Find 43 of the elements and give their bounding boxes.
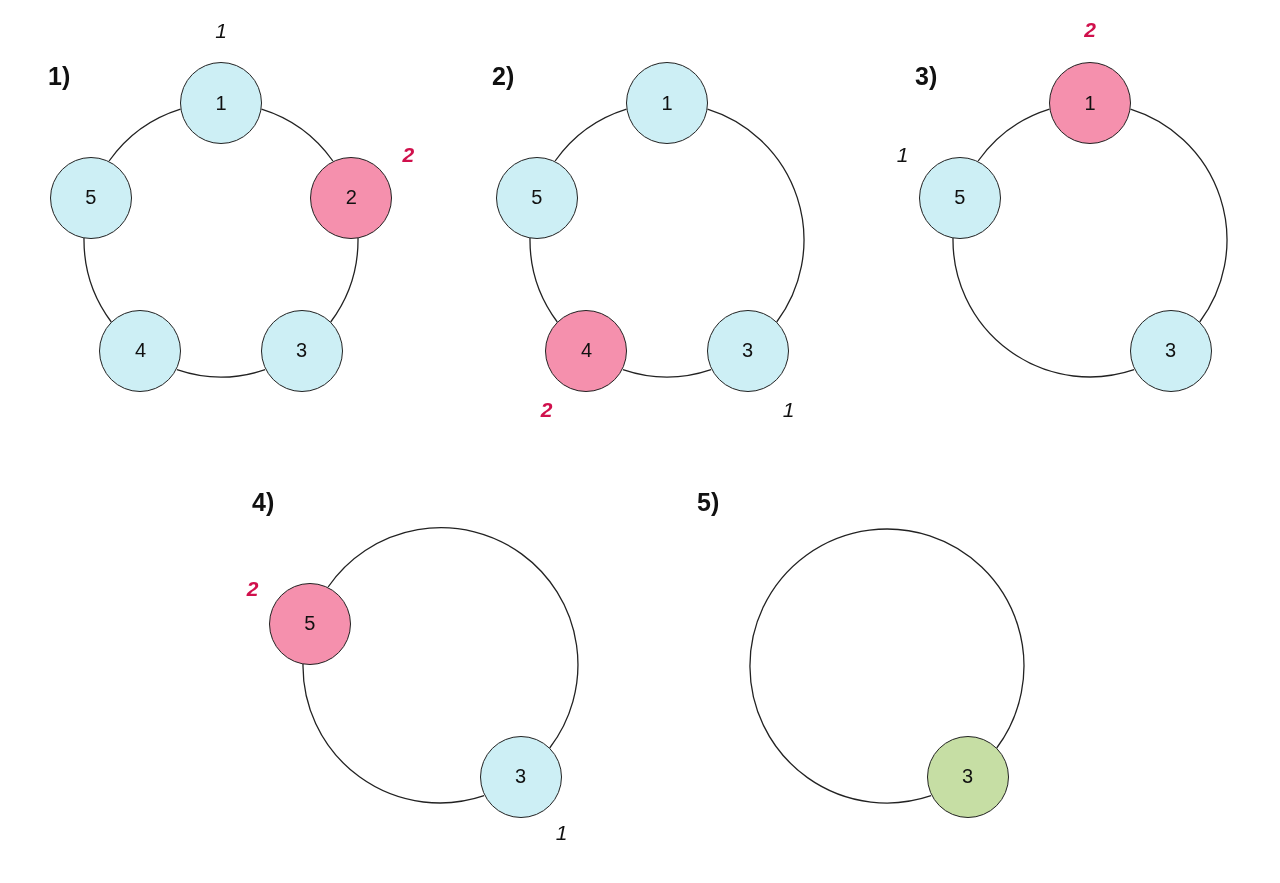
ring-arc xyxy=(302,663,485,804)
step-number: 5) xyxy=(697,488,720,517)
step-number: 1) xyxy=(48,62,71,91)
person-circle: 5 xyxy=(268,582,351,665)
person-circle: 2 xyxy=(310,156,393,239)
person-circle: 3 xyxy=(706,309,789,392)
person-circle: 1 xyxy=(180,62,262,144)
step-number: 4) xyxy=(252,488,275,517)
person-circle: 1 xyxy=(626,62,708,144)
count-marker: 2 xyxy=(402,142,415,167)
ring-arc xyxy=(330,237,359,323)
person-circle: 5 xyxy=(495,156,578,239)
ring-arc xyxy=(327,527,579,749)
step-number: 2) xyxy=(492,62,515,91)
person-circle: 3 xyxy=(479,735,562,818)
ring-arc xyxy=(83,237,112,323)
count-marker: 1 xyxy=(215,19,227,43)
ring-arc xyxy=(1129,108,1228,323)
person-circle: 4 xyxy=(545,309,628,392)
ring-arc xyxy=(260,108,334,162)
count-marker: 1 xyxy=(782,397,795,422)
ring-arc xyxy=(622,369,712,378)
ring-arc xyxy=(108,108,182,162)
person-circle: 3 xyxy=(260,309,343,392)
step-number: 3) xyxy=(915,62,938,91)
person-circle: 3 xyxy=(926,735,1009,818)
count-marker: 1 xyxy=(896,142,909,167)
count-marker: 1 xyxy=(555,820,568,845)
ring-arc xyxy=(952,237,1135,378)
person-circle: 3 xyxy=(1129,309,1212,392)
ring-arc xyxy=(529,237,558,323)
count-marker: 2 xyxy=(1084,18,1096,42)
ring-arc xyxy=(176,369,266,378)
ring-arc xyxy=(977,108,1051,162)
count-marker: 2 xyxy=(540,397,553,422)
ring-arc xyxy=(706,108,805,323)
ring-arc xyxy=(749,528,1025,804)
count-marker: 2 xyxy=(246,576,259,601)
person-circle: 5 xyxy=(49,156,132,239)
person-circle: 4 xyxy=(99,309,182,392)
person-circle: 5 xyxy=(918,156,1001,239)
person-circle: 1 xyxy=(1049,62,1131,144)
ring-arc xyxy=(554,108,628,162)
